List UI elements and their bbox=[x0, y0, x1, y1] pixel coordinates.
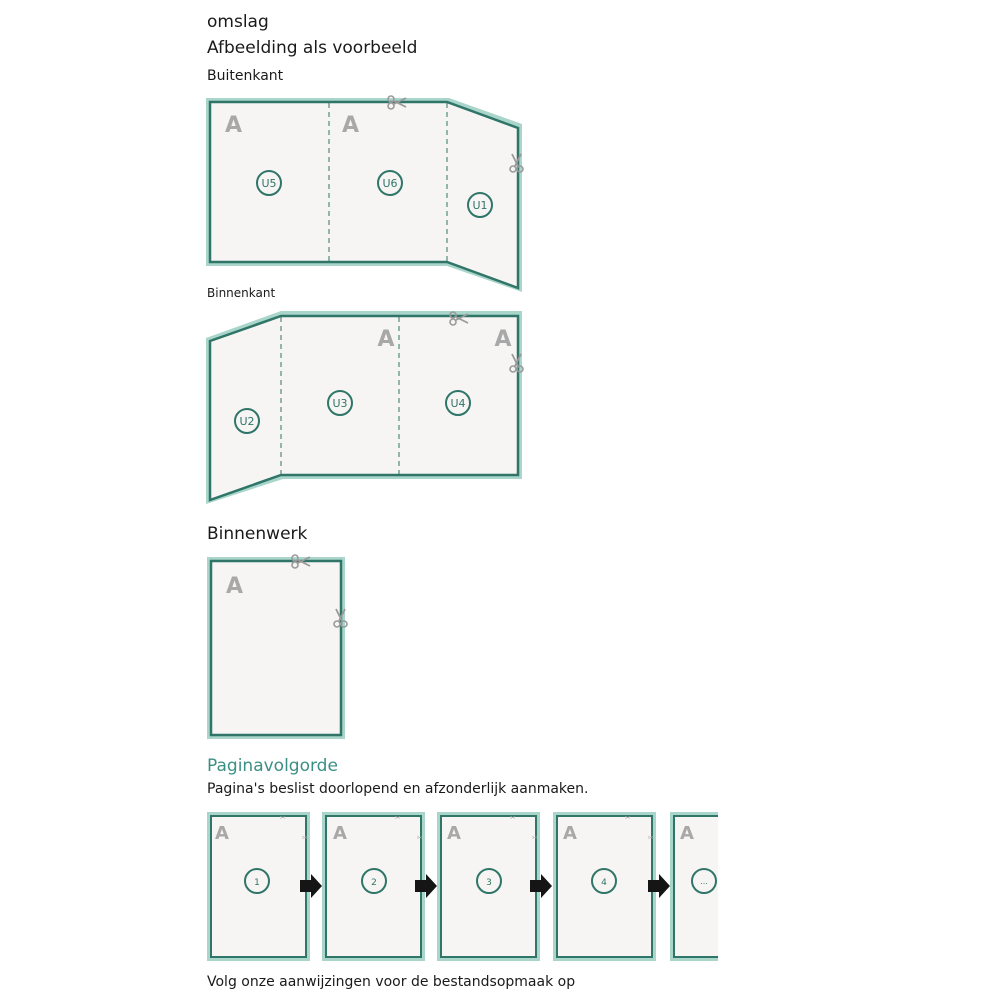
svg-text:A: A bbox=[563, 823, 577, 844]
svg-text:✂: ✂ bbox=[280, 814, 286, 822]
page-thumb-2: A 2 ✂ ✂ bbox=[322, 812, 425, 961]
svg-text:✂: ✂ bbox=[395, 814, 401, 822]
svg-text:U3: U3 bbox=[332, 397, 347, 410]
svg-text:U1: U1 bbox=[472, 199, 487, 212]
svg-text:A: A bbox=[333, 823, 347, 844]
orientation-mark-mirrored: A bbox=[377, 327, 394, 352]
page-thumb-more: A ... bbox=[670, 812, 718, 961]
svg-text:A: A bbox=[215, 823, 229, 844]
svg-text:...: ... bbox=[700, 877, 708, 886]
cover-subtitle: Afbeelding als voorbeeld bbox=[207, 38, 418, 58]
svg-text:✂: ✂ bbox=[417, 834, 423, 842]
inside-cover-diagram: A A U2 U3 U4 bbox=[206, 311, 524, 504]
panel-label-u2: U2 bbox=[234, 408, 260, 434]
page-order-description: Pagina's beslist doorlopend en afzonderl… bbox=[207, 781, 589, 797]
svg-text:U5: U5 bbox=[261, 177, 276, 190]
page-order-heading: Paginavolgorde bbox=[207, 756, 338, 776]
orientation-mark-mirrored: A bbox=[494, 327, 511, 352]
svg-text:A: A bbox=[447, 823, 461, 844]
svg-text:✂: ✂ bbox=[510, 814, 516, 822]
svg-text:A: A bbox=[680, 823, 694, 844]
panel-label-u3: U3 bbox=[327, 390, 353, 416]
panel-label-u1: U1 bbox=[467, 192, 493, 218]
svg-text:U2: U2 bbox=[239, 415, 254, 428]
svg-text:U4: U4 bbox=[450, 397, 465, 410]
orientation-mark: A bbox=[226, 574, 243, 599]
page-order-diagram: A 1 ✂ ✂ A 2 ✂ ✂ A 3 ✂ ✂ bbox=[207, 812, 718, 961]
outside-cover-diagram: A A U5 U6 U1 bbox=[206, 95, 524, 292]
svg-text:4: 4 bbox=[601, 878, 607, 888]
footer-instructions: Volg onze aanwijzingen voor de bestandso… bbox=[207, 974, 576, 990]
svg-text:U6: U6 bbox=[382, 177, 397, 190]
cover-title: omslag bbox=[207, 12, 269, 32]
orientation-mark: A bbox=[342, 113, 359, 138]
outside-label: Buitenkant bbox=[207, 68, 284, 84]
panel-label-u4: U4 bbox=[445, 390, 471, 416]
orientation-mark: A bbox=[225, 113, 242, 138]
inside-label: Binnenkant bbox=[207, 286, 276, 300]
svg-text:✂: ✂ bbox=[532, 834, 538, 842]
inner-pages-diagram: A bbox=[207, 554, 348, 739]
svg-text:✂: ✂ bbox=[302, 834, 308, 842]
panel-label-u6: U6 bbox=[377, 170, 403, 196]
inner-label: Binnenwerk bbox=[207, 524, 308, 544]
svg-text:3: 3 bbox=[486, 878, 492, 888]
svg-text:1: 1 bbox=[254, 878, 260, 888]
svg-text:2: 2 bbox=[371, 878, 377, 888]
page-thumb-4: A 4 ✂ ✂ bbox=[553, 812, 656, 961]
panel-label-u5: U5 bbox=[256, 170, 282, 196]
page-thumb-1: A 1 ✂ ✂ bbox=[207, 812, 310, 961]
svg-text:✂: ✂ bbox=[648, 834, 654, 842]
svg-text:✂: ✂ bbox=[625, 814, 631, 822]
page-thumb-3: A 3 ✂ ✂ bbox=[437, 812, 540, 961]
